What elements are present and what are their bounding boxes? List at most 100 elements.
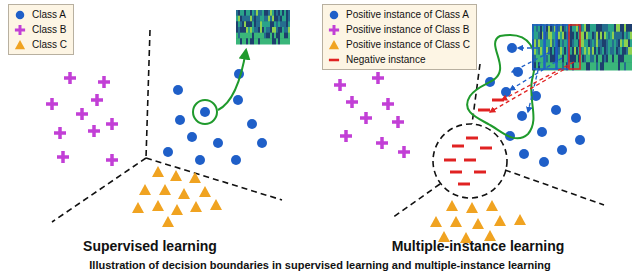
spectrogram-cell [570,39,572,47]
blue-dot [16,10,25,19]
spectrogram-cell [560,32,562,40]
spectrogram-cell [562,55,564,63]
spectrogram-cell [264,21,266,27]
spectrogram-cell [248,10,250,16]
spectrogram-cell [582,55,584,63]
orange-triangle [190,201,202,212]
spectrogram-cell [236,27,238,33]
spectrogram-cell [548,39,550,47]
red-minus [480,147,492,150]
spectrogram-cell [608,47,610,55]
boundary-line [146,30,150,158]
spectrogram-cell [596,62,598,70]
spectrogram-cell [598,39,600,47]
purple-plus [15,24,25,34]
spectrogram-cell [546,39,548,47]
purple-plus [340,130,352,142]
spectrogram-cell [540,32,542,40]
spectrogram-cell [602,55,604,63]
spectrogram-cell [550,55,552,63]
spectrogram-cell [558,39,560,47]
purple-plus [76,108,88,120]
spectrogram-cell [288,38,290,44]
spectrogram-cell [624,32,626,40]
spectrogram-cell [616,55,618,63]
spectrogram-cell [272,16,274,22]
spectrogram-cell [534,32,536,40]
spectrogram-cell [250,10,252,16]
blue-dot [200,107,210,117]
spectrogram-cell [538,47,540,55]
spectrogram-cell [574,55,576,63]
spectrogram-cell [236,21,238,27]
orange-triangle [15,39,25,48]
spectrogram-cell [592,39,594,47]
boundary-line [505,170,604,205]
spectrogram-cell [604,39,606,47]
spectrogram-cell [584,32,586,40]
spectrogram-cell [240,38,242,44]
spectrogram-cell [588,39,590,47]
spectrogram-cell [582,62,584,70]
spectrogram-cell [622,47,624,55]
orange-triangle [159,184,171,195]
spectrogram-cell [268,21,270,27]
spectrogram-cell [582,24,584,32]
purple-plus [376,137,388,149]
spectrogram-cell [236,38,238,44]
spectrogram-cell [570,55,572,63]
purple-plus [372,72,384,84]
figure-caption: Illustration of decision boundaries in s… [89,259,550,271]
spectrogram-cell [284,38,286,44]
spectrogram-cell [588,55,590,63]
spectrogram-cell [608,55,610,63]
spectrogram-cell [276,27,278,33]
spectrogram-cell [550,32,552,40]
spectrogram-cell [262,33,264,39]
spectrogram-cell [616,39,618,47]
spectrogram-cell [254,21,256,27]
spectrogram-cell [586,62,588,70]
spectrogram-cell [270,16,272,22]
spectrogram-cell [558,32,560,40]
spectrogram-cell [614,62,616,70]
blue-dot [507,43,517,53]
spectrogram-cell [564,32,566,40]
spectrogram-cell [236,16,238,22]
spectrogram-cell [584,39,586,47]
spectrogram-cell [618,32,620,40]
spectrogram-cell [622,55,624,63]
spectrogram-cell [242,38,244,44]
spectrogram-cell [272,27,274,33]
spectrogram-cell [266,27,268,33]
spectrogram-cell [250,27,252,33]
spectrogram-cell [574,47,576,55]
spectrogram-cell [238,27,240,33]
spectrogram-cell [550,39,552,47]
spectrogram-cell [592,55,594,63]
spectrogram-cell [602,62,604,70]
spectrogram-cell [266,33,268,39]
spectrogram-cell [534,55,536,63]
purple-plus [392,116,404,128]
spectrogram-cell [274,21,276,27]
spectrogram-cell [258,21,260,27]
spectrogram-cell [572,39,574,47]
spectrogram-cell [560,47,562,55]
spectrogram-cell [258,10,260,16]
spectrogram-cell [626,39,628,47]
orange-triangle [170,170,182,181]
spectrogram-cell [242,10,244,16]
spectrogram-cell [286,21,288,27]
blue-dot [537,127,547,137]
blue-dot [575,135,585,145]
orange-triangle [132,202,144,213]
spectrogram-cell [604,47,606,55]
legend-text: Class B [32,24,66,35]
spectrogram-cell [260,16,262,22]
instance-arrow [502,62,574,100]
red-minus [450,171,462,174]
spectrogram-cell [602,32,604,40]
orange-triangle [139,184,151,195]
spectrogram-cell [240,33,242,39]
